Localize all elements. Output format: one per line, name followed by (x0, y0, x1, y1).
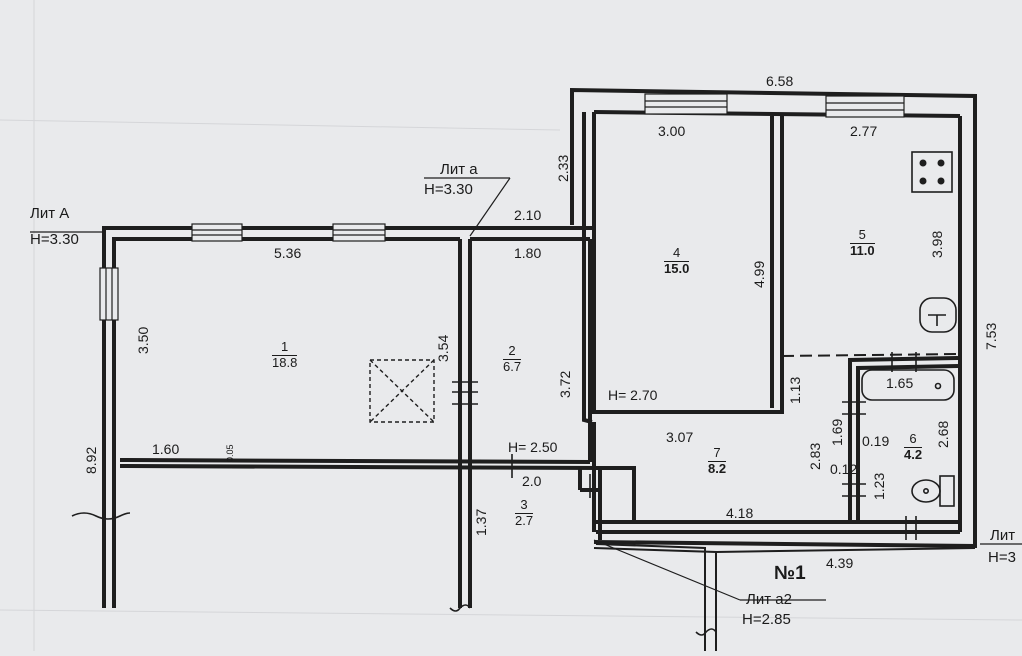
dim-room1-top: 5.36 (274, 245, 302, 261)
toilet-icon (911, 475, 955, 507)
dim-room5-top: 2.77 (850, 123, 878, 139)
room-2-label: 2 6.7 (503, 343, 522, 375)
dim-room1-left: 3.50 (135, 326, 151, 354)
room-6-area: 4.2 (904, 446, 923, 462)
room-1-area: 18.8 (272, 354, 298, 370)
lit-a-label: Лит а (440, 161, 478, 178)
dim-left-upper: 2.33 (555, 154, 571, 182)
room-1-label: 1 18.8 (272, 339, 298, 371)
dim-room7-h: 2.83 (807, 442, 823, 470)
dashed-partition (781, 353, 959, 357)
leader-lines (30, 177, 1022, 601)
dim-137: 1.37 (473, 508, 489, 536)
dim-room7-top: 3.07 (666, 429, 694, 445)
room-7-label: 7 8.2 (708, 445, 727, 477)
dim-lit-a-width: 2.10 (514, 207, 542, 223)
walls-annex (593, 543, 976, 651)
stove-icon (911, 151, 953, 193)
room-2-number: 2 (503, 343, 522, 360)
dim-room1-inner: 3.54 (435, 334, 451, 362)
room-1-number: 1 (272, 339, 298, 356)
room-5-number: 5 (850, 227, 875, 244)
room-5-label: 5 11.0 (850, 227, 875, 259)
dim-bath-h: 1.69 (829, 418, 845, 446)
dim-20: 2.0 (522, 473, 542, 489)
room-7-number: 7 (708, 445, 727, 462)
dim-room6-h: 2.68 (935, 420, 951, 448)
room-7-area: 8.2 (708, 460, 727, 476)
lit-right-height: H=3 (988, 549, 1016, 566)
lit-a2-height: H=2.85 (742, 611, 791, 628)
height-room2: H= 2.50 (508, 439, 558, 455)
dim-left-total: 8.92 (83, 446, 99, 474)
dim-room5-height: 3.98 (929, 230, 945, 258)
dim-room4-height: 4.99 (751, 260, 767, 288)
dim-room1-bottom: 1.60 (152, 441, 180, 457)
room-3-number: 3 (515, 497, 534, 514)
room-2-area: 6.7 (503, 358, 522, 374)
dim-total-width: 6.58 (766, 73, 794, 89)
dim-corridor-h: 1.13 (787, 376, 803, 404)
ceiling-hatch-icon (369, 359, 435, 423)
room-6-number: 6 (904, 431, 923, 448)
room-3-label: 3 2.7 (515, 497, 534, 529)
room-6-label: 6 4.2 (904, 431, 923, 463)
room-4-label: 4 15.0 (664, 245, 690, 277)
height-room4: H= 2.70 (608, 387, 658, 403)
lit-big-a-label: Лит А (30, 205, 70, 222)
dim-room2-height: 3.72 (557, 370, 573, 398)
room-4-area: 15.0 (664, 260, 690, 276)
dim-bottom-total: 4.39 (826, 555, 854, 571)
dim-bath-w: 1.65 (886, 375, 914, 391)
lit-a-height: H=3.30 (424, 181, 473, 198)
dim-right-total: 7.53 (983, 322, 999, 350)
lit-a2-label: Лит а2 (746, 591, 792, 608)
door-marks (452, 352, 917, 540)
dim-wall-thin: 0.05 (225, 444, 235, 462)
room-4-number: 4 (664, 245, 690, 262)
walls-main (102, 87, 977, 608)
windows (99, 93, 905, 321)
bathtub-icon (861, 369, 955, 401)
plan-number: №1 (774, 563, 806, 584)
lit-big-a-height: H=3.30 (30, 231, 79, 248)
lit-right-label: Лит (990, 527, 1016, 544)
break-marks (71, 512, 717, 636)
dim-room2-top: 1.80 (514, 245, 542, 261)
sink-icon (919, 297, 957, 333)
dim-room7-bottom: 4.18 (726, 505, 754, 521)
dim-019: 0.19 (862, 433, 890, 449)
room-3-area: 2.7 (515, 512, 534, 528)
dim-012: 0.12 (830, 461, 858, 477)
room-5-area: 11.0 (850, 242, 875, 258)
dim-123: 1.23 (871, 472, 887, 500)
dim-room4-top: 3.00 (658, 123, 686, 139)
